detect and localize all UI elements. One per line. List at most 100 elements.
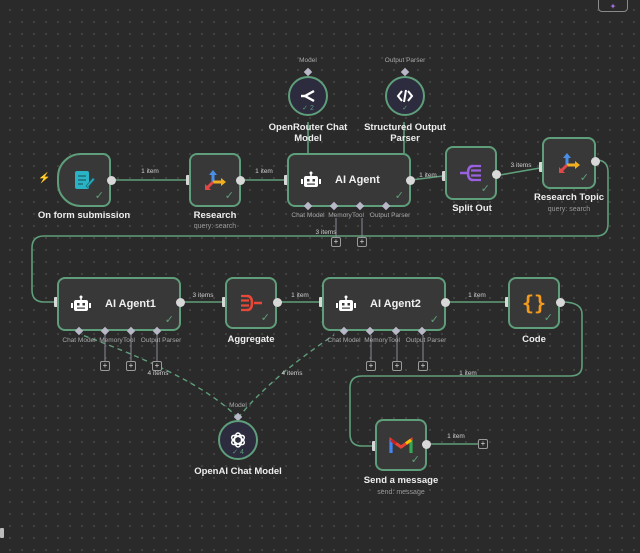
output-port[interactable] bbox=[107, 176, 116, 185]
openrouter-icon bbox=[301, 89, 315, 103]
node-send-a-message[interactable]: ✓ bbox=[375, 419, 427, 471]
node-ai-agent[interactable]: AI Agent ✓ bbox=[287, 153, 411, 207]
code-braces-icon: {} bbox=[521, 291, 547, 315]
add-tool-button[interactable]: + bbox=[357, 237, 367, 247]
port-label: Tool bbox=[123, 337, 135, 344]
node-subtitle: query: search bbox=[547, 206, 591, 213]
node-label: Structured Output Parser bbox=[364, 122, 446, 144]
success-check-icon: ✓ bbox=[410, 454, 420, 466]
edge-label: 1 item bbox=[468, 292, 486, 299]
node-label: OpenRouter Chat Model bbox=[268, 122, 348, 144]
node-openai-chat-model[interactable]: ✓ 4 bbox=[218, 420, 258, 460]
input-port[interactable] bbox=[539, 162, 543, 172]
add-tool-button[interactable]: + bbox=[126, 361, 136, 371]
port-label: Chat Model bbox=[62, 337, 96, 344]
edge-label: 3 items bbox=[192, 292, 214, 299]
node-structured-output-parser[interactable]: ✓ bbox=[385, 76, 425, 116]
node-label: Research bbox=[193, 210, 237, 221]
edge-code-gmail bbox=[349, 301, 583, 447]
edge-label: 3 items bbox=[315, 229, 337, 236]
edge-label: 1 item bbox=[459, 370, 477, 377]
add-memory-button[interactable]: + bbox=[366, 361, 376, 371]
openai-icon bbox=[230, 432, 246, 448]
robot-icon bbox=[336, 295, 356, 311]
output-port[interactable] bbox=[236, 176, 245, 185]
output-port[interactable] bbox=[492, 170, 501, 179]
success-check-icon: ✓ bbox=[429, 314, 439, 326]
input-port[interactable] bbox=[319, 297, 323, 307]
node-title: AI Agent2 bbox=[370, 298, 421, 310]
success-check-icon: ✓ bbox=[480, 183, 490, 195]
run-count: ✓ 2 bbox=[302, 105, 314, 112]
node-title: AI Agent bbox=[335, 174, 380, 186]
aggregate-icon bbox=[241, 294, 262, 312]
port-label: Tool bbox=[352, 212, 364, 219]
edge-agent-split bbox=[410, 175, 444, 181]
port-label: Model bbox=[299, 57, 317, 64]
canvas-scroll-handle[interactable] bbox=[0, 528, 4, 538]
add-tool-button[interactable]: + bbox=[392, 361, 402, 371]
port-label: Model bbox=[229, 402, 247, 409]
success-check-icon: ✓ bbox=[260, 312, 270, 324]
input-port[interactable] bbox=[54, 297, 58, 307]
sparkle-icon: ✦ bbox=[609, 2, 617, 11]
split-out-icon bbox=[460, 164, 481, 182]
output-port[interactable] bbox=[556, 298, 565, 307]
port-label: Output Parser bbox=[140, 337, 182, 344]
input-port[interactable] bbox=[442, 171, 446, 181]
add-node-button[interactable]: + bbox=[478, 439, 488, 449]
node-research-topic[interactable]: ✓ bbox=[542, 137, 596, 189]
input-port[interactable] bbox=[222, 297, 226, 307]
output-port[interactable] bbox=[176, 298, 185, 307]
gmail-icon bbox=[389, 437, 413, 453]
node-label: Split Out bbox=[452, 203, 492, 214]
input-port[interactable] bbox=[186, 175, 190, 185]
output-port[interactable] bbox=[406, 176, 415, 185]
node-research[interactable]: ✓ bbox=[189, 153, 241, 207]
run-count: ✓ 4 bbox=[232, 449, 244, 456]
http-request-icon bbox=[559, 153, 580, 173]
output-port[interactable] bbox=[591, 157, 600, 166]
node-label: Aggregate bbox=[227, 334, 275, 345]
add-memory-button[interactable]: + bbox=[331, 237, 341, 247]
edge-label: 1 item bbox=[255, 168, 273, 175]
node-label: Code bbox=[522, 334, 546, 345]
edge-label: 1 item bbox=[419, 172, 437, 179]
output-port[interactable] bbox=[422, 440, 431, 449]
add-output-parser-button[interactable]: + bbox=[418, 361, 428, 371]
port-label: Memory bbox=[328, 212, 352, 219]
node-subtitle: query: search bbox=[193, 223, 237, 230]
edge-label: 1 item bbox=[447, 433, 465, 440]
node-aggregate[interactable]: ✓ bbox=[225, 277, 277, 329]
output-port[interactable] bbox=[273, 298, 282, 307]
node-label: Send a message bbox=[363, 475, 439, 486]
run-count: ✓ bbox=[402, 105, 408, 112]
add-output-parser-button[interactable]: + bbox=[152, 361, 162, 371]
edge-topic-agent1 bbox=[31, 159, 609, 303]
port-label: Memory bbox=[364, 337, 388, 344]
edge-openai-agent2 bbox=[237, 334, 335, 419]
http-request-icon bbox=[205, 170, 226, 190]
output-port[interactable] bbox=[441, 298, 450, 307]
node-title: AI Agent1 bbox=[105, 298, 156, 310]
node-on-form-submission[interactable]: ✓ bbox=[57, 153, 111, 207]
port-label: Chat Model bbox=[291, 212, 325, 219]
input-port[interactable] bbox=[284, 175, 288, 185]
node-code[interactable]: {} ✓ bbox=[508, 277, 560, 329]
edge-label: 1 item bbox=[141, 168, 159, 175]
port-label: Output Parser bbox=[405, 337, 447, 344]
port-label: Output Parser bbox=[369, 212, 411, 219]
port-label: Chat Model bbox=[327, 337, 361, 344]
chat-button[interactable]: ✦ bbox=[598, 0, 628, 12]
node-ai-agent1[interactable]: AI Agent1 ✓ bbox=[57, 277, 181, 331]
input-port[interactable] bbox=[372, 441, 376, 451]
trigger-bolt-icon: ⚡ bbox=[38, 173, 51, 184]
edge-label: 1 item bbox=[291, 292, 309, 299]
success-check-icon: ✓ bbox=[579, 172, 589, 184]
node-openrouter-chat-model[interactable]: ✓ 2 bbox=[288, 76, 328, 116]
node-split-out[interactable]: ✓ bbox=[445, 146, 497, 200]
add-memory-button[interactable]: + bbox=[100, 361, 110, 371]
node-ai-agent2[interactable]: AI Agent2 ✓ bbox=[322, 277, 446, 331]
input-port[interactable] bbox=[505, 297, 509, 307]
